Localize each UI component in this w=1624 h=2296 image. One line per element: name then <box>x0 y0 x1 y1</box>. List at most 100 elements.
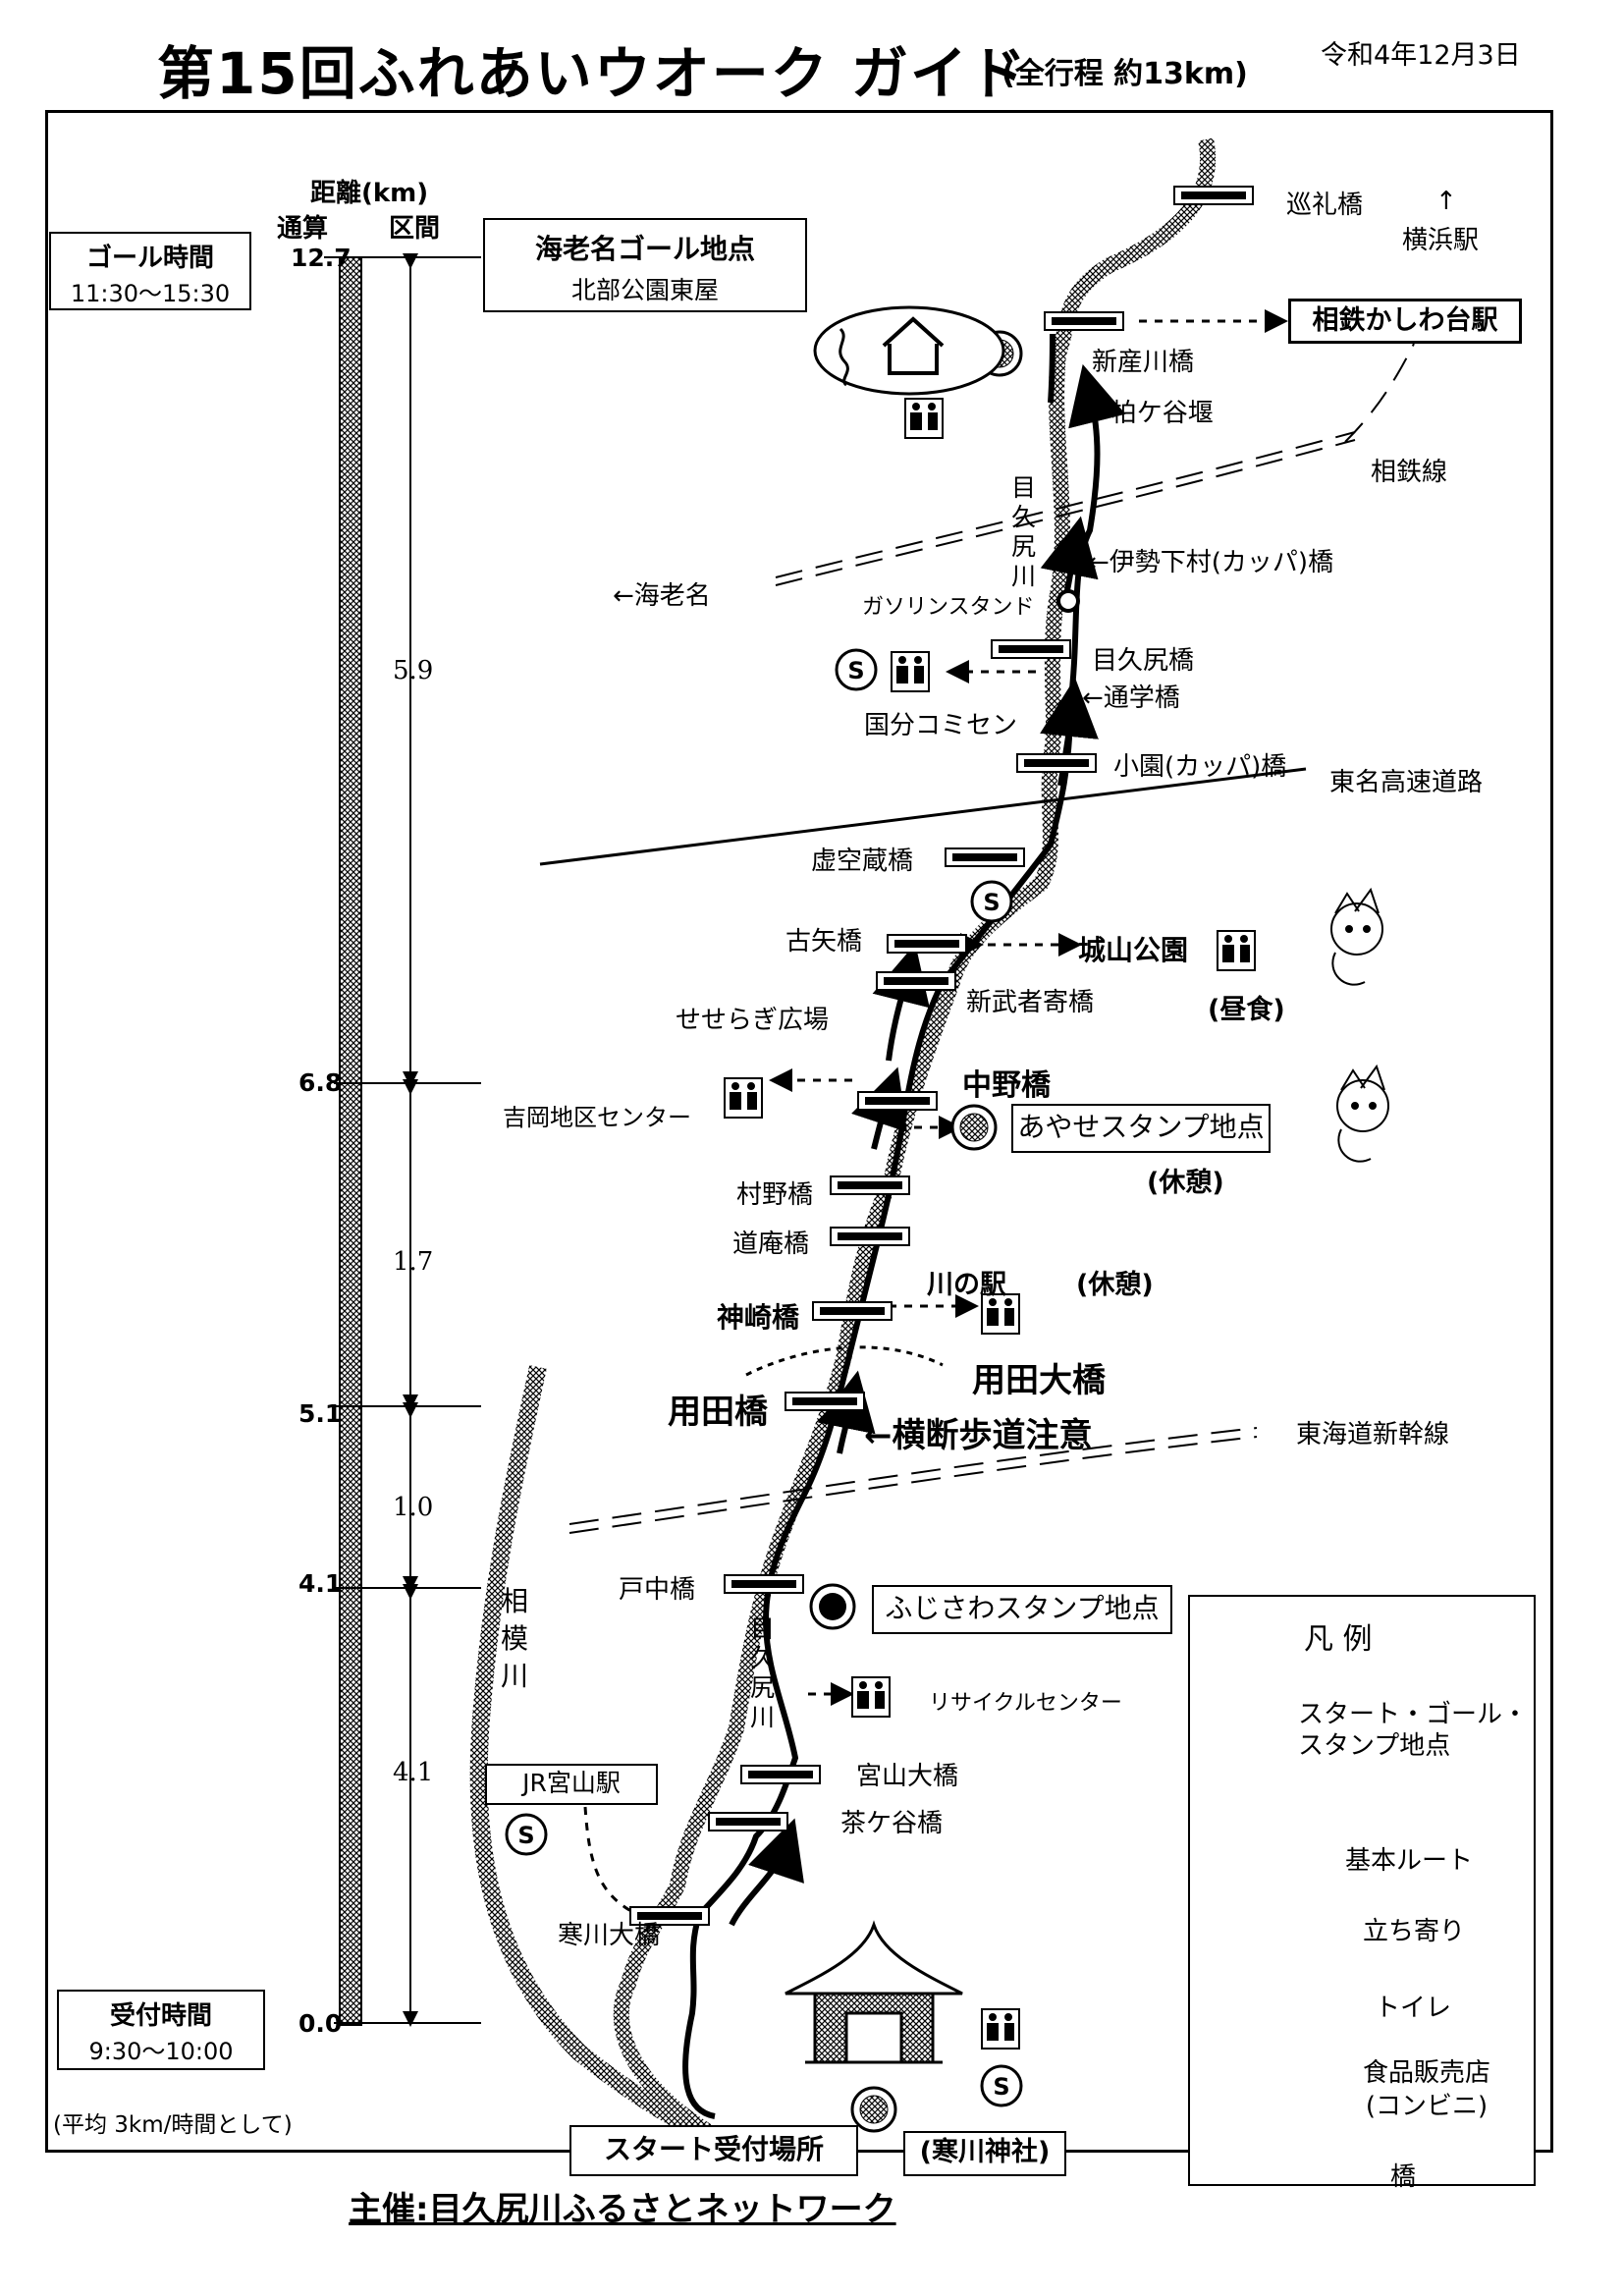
junrei-bridge-label: 巡礼橋 <box>1286 191 1364 220</box>
shop-s-icon: S <box>970 880 1013 923</box>
bridge-icon <box>785 1392 865 1411</box>
svg-text:S: S <box>983 889 1000 916</box>
section-1-7: 1.7 <box>393 1247 434 1277</box>
toilet-icon <box>891 651 930 692</box>
lunch-label: (昼食) <box>1208 995 1285 1025</box>
bridge-icon <box>1016 753 1097 773</box>
section-4-1: 4.1 <box>393 1758 434 1787</box>
mekujiri-bridge-label: 目久尻橋 <box>1092 646 1195 676</box>
shinkansen-line-b <box>568 1436 1258 1534</box>
seseragi-plaza-label: せせらぎ広場 <box>676 1006 830 1035</box>
kashiwadai-station-box: 相鉄かしわ台駅 <box>1288 299 1522 344</box>
bridge-icon <box>857 1091 938 1111</box>
river-upper-label: 目久尻川 <box>1011 473 1037 590</box>
page-title: 第15回ふれあいウオーク ガイド <box>157 40 1028 107</box>
sotetsu-line-a <box>775 431 1356 578</box>
bridge-icon <box>708 1812 788 1831</box>
yoshioka-center-label: 吉岡地区センター <box>503 1104 691 1131</box>
event-date: 令和4年12月3日 <box>1321 40 1521 71</box>
legend-detour: 立ち寄り <box>1363 1917 1466 1946</box>
samukawa-shrine-icon <box>785 1920 963 2064</box>
samukawa-shrine-box: (寒川神社) <box>903 2131 1066 2176</box>
tomei-expressway-label: 東名高速道路 <box>1329 768 1484 797</box>
bridge-icon <box>1044 311 1124 331</box>
stamp-point-icon <box>809 1583 856 1630</box>
legend-toilet: トイレ <box>1375 1994 1452 2023</box>
tsugaku-bridge-label: ←通学橋 <box>1082 683 1180 713</box>
route-goal-segment <box>1048 333 1056 404</box>
bridges <box>629 186 1254 1926</box>
kozono-bridge-label: 小園(カッパ)橋 <box>1113 752 1287 782</box>
rest2-label: (休憩) <box>1076 1270 1154 1300</box>
goal-time-box: ゴール時間 11:30〜15:30 <box>49 232 251 310</box>
reception-time: 9:30〜10:00 <box>88 2038 234 2065</box>
legend-route: 基本ルート <box>1345 1846 1474 1876</box>
legend-shop: 食品販売店(コンビニ) <box>1362 2058 1490 2121</box>
bridge-icon <box>812 1301 893 1321</box>
start-reception-box: スタート受付場所 <box>569 2125 858 2176</box>
shop-s-icon: S <box>505 1813 548 1856</box>
section-1-0: 1.0 <box>393 1493 434 1522</box>
pace-note: (平均 3km/時間として) <box>53 2112 293 2138</box>
bridge-icon <box>740 1765 821 1784</box>
reception-time-box: 受付時間 9:30〜10:00 <box>57 1990 265 2070</box>
bridge-icon <box>887 934 967 954</box>
legend-stamp: スタート・ゴール・スタンプ地点 <box>1298 1700 1529 1761</box>
mascot-icon <box>1330 887 1383 986</box>
mascot-icon <box>1336 1064 1389 1163</box>
chagaya-bridge-label: 茶ケ谷橋 <box>840 1809 944 1838</box>
kawa-no-eki-label: 川の駅 <box>927 1270 1006 1300</box>
toilet-icon <box>1217 930 1256 971</box>
yoda-ohashi-label: 用田大橋 <box>972 1361 1106 1400</box>
shiroyama-park-label: 城山公園 <box>1078 934 1189 966</box>
legend-bridge: 橋 <box>1390 2162 1417 2192</box>
goal-time: 11:30〜15:30 <box>70 280 231 307</box>
doan-bridge-label: 道庵橋 <box>732 1230 810 1259</box>
svg-text:S: S <box>517 1822 534 1849</box>
nakano-bridge-label: 中野橋 <box>962 1068 1051 1103</box>
murano-bridge-label: 村野橋 <box>736 1180 814 1210</box>
sotetsu-line-c <box>1344 343 1415 443</box>
shinkansen-label: 東海道新幹線 <box>1296 1420 1450 1449</box>
shinmushayori-bridge-label: 新武者寄橋 <box>966 988 1095 1017</box>
goal-box: 海老名ゴール地点 北部公園東屋 <box>483 218 807 312</box>
sagami-river-label: 相模川 <box>501 1585 529 1692</box>
distance-bar <box>339 256 362 2026</box>
bridge-icon <box>830 1227 910 1246</box>
sagami-river-line <box>469 1365 749 2159</box>
cumulative-mark-5-1: 5.1 <box>298 1399 343 1428</box>
samukawa-ohashi-label: 寒川大橋 <box>558 1921 661 1950</box>
total-distance: (全行程 約13km) <box>1001 57 1248 91</box>
miyayama-ohashi-label: 宮山大橋 <box>856 1762 959 1791</box>
fujisawa-stamp-box: ふじさわスタンプ地点 <box>872 1585 1172 1634</box>
shop-s-icon: S <box>980 2064 1023 2107</box>
route-arrow-chagaya <box>729 1818 804 1927</box>
kokubu-center-label: 国分コミセン <box>864 711 1018 740</box>
shinkansen-line-a <box>568 1427 1258 1525</box>
recycle-center-label: リサイクルセンター <box>929 1691 1122 1716</box>
rest1-label: (休憩) <box>1147 1168 1224 1198</box>
gas-station-icon <box>1056 589 1080 613</box>
goal-title: 海老名ゴール地点 <box>534 233 755 265</box>
stamp-point-icon <box>950 1104 998 1151</box>
legend-box <box>1188 1595 1536 2186</box>
tonaka-bridge-label: 戸中橋 <box>619 1575 696 1605</box>
toilet-icon <box>904 398 944 439</box>
toilet-icon <box>851 1676 891 1718</box>
gas-station-label: ガソリンスタンド <box>862 595 1035 620</box>
toilet-icon <box>724 1077 763 1119</box>
yokohama-station-label: 横浜駅 <box>1402 226 1480 255</box>
crosswalk-caution-label: ←横断歩道注意 <box>864 1416 1093 1455</box>
bridge-icon <box>1173 186 1254 205</box>
up-arrow: ↑ <box>1435 187 1457 216</box>
section-5-9: 5.9 <box>393 656 434 685</box>
goal-time-label: ゴール時間 <box>85 244 214 273</box>
goal-subtitle: 北部公園東屋 <box>570 276 719 304</box>
shop-s-icon: S <box>835 648 878 691</box>
bridge-icon <box>991 639 1071 659</box>
ise-shimomura-bridge-label: ←伊勢下村(カッパ)橋 <box>1088 548 1334 577</box>
bridge-icon <box>830 1175 910 1195</box>
legend-title: 凡 例 <box>1304 1622 1373 1657</box>
cumulative-mark-4-1: 4.1 <box>298 1569 343 1598</box>
